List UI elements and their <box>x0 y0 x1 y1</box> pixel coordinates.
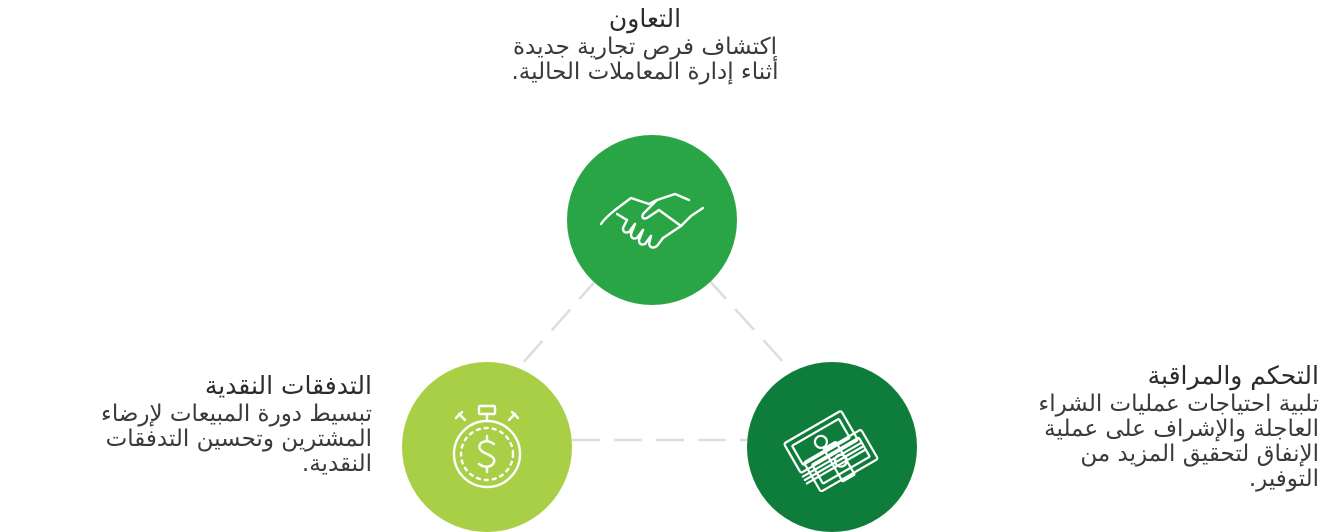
cashflow-circle <box>402 362 572 532</box>
collaboration-block: التعاون اكتشاف فرص تجارية جديدة أثناء إد… <box>462 3 828 85</box>
collaboration-title: التعاون <box>608 4 682 33</box>
cashflow-desc-line: تبسيط دورة المبيعات لإرضاء <box>101 401 372 427</box>
collaboration-circle <box>567 135 737 305</box>
control-description: تلبية احتياجات عمليات الشراء العاجلة وال… <box>935 392 1319 492</box>
control-block: التحكم والمراقبة تلبية احتياجات عمليات ا… <box>935 360 1319 492</box>
cashflow-desc-line: المشترين وتحسين التدفقات <box>105 426 372 452</box>
collaboration-desc-line: اكتشاف فرص تجارية جديدة <box>513 34 777 60</box>
control-desc-line: العاجلة والإشراف على عملية <box>1044 416 1319 442</box>
cashflow-title: التدفقات النقدية <box>204 371 372 400</box>
connector-top-right <box>706 277 806 387</box>
handshake-icon <box>599 192 705 249</box>
collaboration-desc-line: أثناء إدارة المعاملات الحالية. <box>511 59 779 85</box>
stopwatch-dollar-icon <box>452 404 522 489</box>
control-desc-line: تلبية احتياجات عمليات الشراء <box>1038 391 1319 417</box>
control-desc-line: التوفير. <box>1248 466 1319 492</box>
control-circle <box>747 362 917 532</box>
money-stack-icon <box>783 410 879 492</box>
control-title: التحكم والمراقبة <box>1147 361 1319 390</box>
connector-top-left <box>505 277 599 383</box>
cashflow-desc-line: النقدية. <box>301 451 372 477</box>
collaboration-description: اكتشاف فرص تجارية جديدة أثناء إدارة المع… <box>462 35 828 85</box>
cashflow-description: تبسيط دورة المبيعات لإرضاء المشترين وتحس… <box>2 402 372 477</box>
control-desc-line: الإنفاق لتحقيق المزيد من <box>1080 441 1319 467</box>
cashflow-block: التدفقات النقدية تبسيط دورة المبيعات لإر… <box>2 370 372 477</box>
